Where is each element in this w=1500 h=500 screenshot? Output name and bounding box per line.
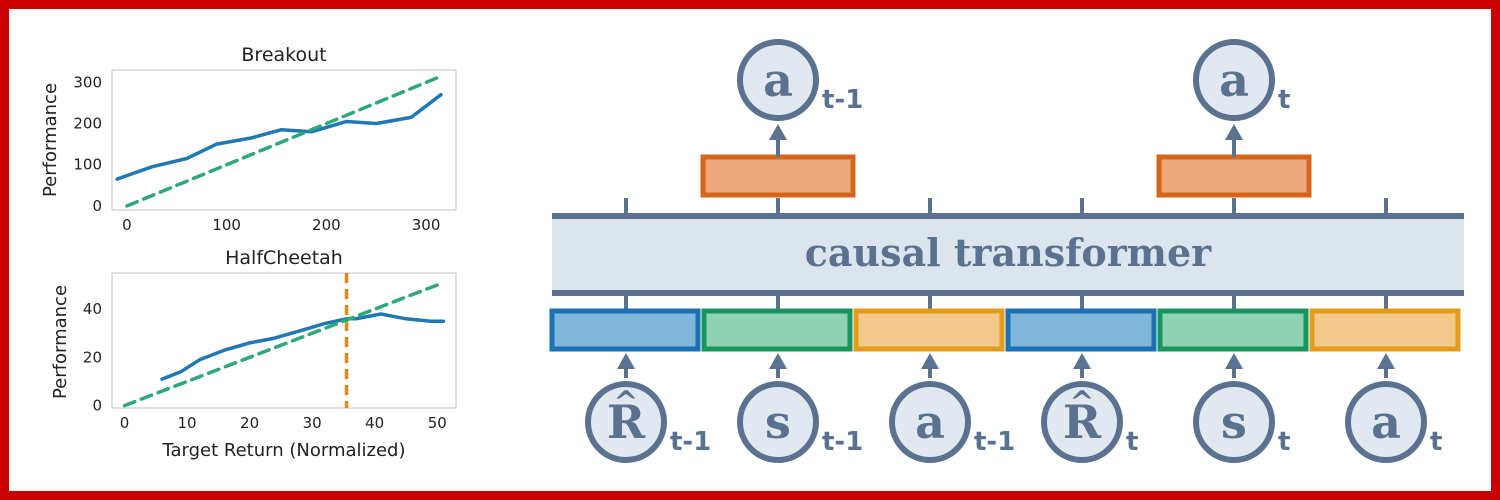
state-input-node [1193,381,1275,463]
breakout-plot-area [111,69,457,211]
action-input-glyph: a [915,395,945,449]
halfcheetah-performance-line [160,312,446,381]
action-input-node [1345,381,1427,463]
action-output-arrow-head [769,124,787,140]
halfcheetah-y-axis-label: Performance [50,285,71,399]
return-input-node [585,381,667,463]
halfcheetah-x-tick-label: 50 [428,414,447,432]
breakout-y-tick-label: 0 [92,197,102,215]
breakout-chart-title: Breakout [241,44,326,66]
halfcheetah-x-tick-label: 0 [120,414,130,432]
breakout-x-tick-label: 300 [412,216,441,234]
halfcheetah-y-tick-label: 40 [83,300,102,318]
action-output-node [737,39,819,121]
halfcheetah-dashed-line [122,280,446,408]
action-prediction-head [700,154,856,198]
action-embedding-box [1309,308,1461,352]
breakout-performance-line [115,92,443,181]
breakout-chart: Breakout Performance 0 100 200 300 0 100 200 3… [40,44,457,234]
return-input-arrow-head [617,353,635,369]
action-input-subscript: t [1430,427,1442,457]
halfcheetah-x-tick-label: 20 [240,414,259,432]
action-output-glyph: a [763,53,793,107]
return-input-subscript: t [1126,427,1138,457]
action-prediction-head [1156,154,1312,198]
halfcheetah-y-tick-label: 0 [92,397,102,415]
state-embedding-box [701,308,853,352]
action-input-glyph: a [1371,395,1401,449]
halfcheetah-y-tick-label: 20 [83,348,102,366]
breakout-y-tick-label: 200 [73,115,102,133]
return-input-glyph: R [607,395,646,449]
breakout-x-tick-label: 100 [212,216,241,234]
halfcheetah-x-tick-label: 40 [365,414,384,432]
action-output-subscript: t [1278,85,1290,115]
return-input-hat: ^ [1069,385,1094,420]
halfcheetah-series [122,273,446,408]
action-output-arrow-head [1225,124,1243,140]
halfcheetah-chart-title: HalfCheetah [225,247,343,269]
breakout-series [115,74,443,208]
state-input-arrow-head [1225,353,1243,369]
return-embedding-box [1005,308,1157,352]
state-embedding-box [1157,308,1309,352]
breakout-x-tick-label: 0 [122,216,132,234]
state-input-glyph: s [765,395,791,449]
action-input-node [889,381,971,463]
halfcheetah-plot-area [111,272,457,409]
halfcheetah-y-ticks: 0 20 40 [83,300,102,414]
state-input-subscript: t-1 [822,427,863,457]
breakout-y-ticks: 0 100 200 300 [73,73,102,215]
breakout-y-tick-label: 300 [73,73,102,91]
state-input-arrow-head [769,353,787,369]
return-input-hat: ^ [613,385,638,420]
state-input-node [737,381,819,463]
action-input-arrow-head [1377,353,1395,369]
halfcheetah-x-tick-label: 30 [303,414,322,432]
breakout-y-axis-label: Performance [40,83,61,197]
action-input-arrow-head [921,353,939,369]
action-output-glyph: a [1219,53,1249,107]
halfcheetah-chart: HalfCheetah Performance Target Return (N… [50,247,457,461]
halfcheetah-x-tick-label: 10 [178,414,197,432]
return-input-node [1041,381,1123,463]
action-output-node [1193,39,1275,121]
halfcheetah-x-axis-label: Target Return (Normalized) [162,440,406,461]
transformer-label: causal transformer [805,230,1212,275]
halfcheetah-x-ticks: 0 10 20 30 40 50 [120,414,447,432]
return-input-subscript: t-1 [670,427,711,457]
return-embedding-box [549,308,701,352]
action-input-subscript: t-1 [974,427,1015,457]
action-output-subscript: t-1 [822,85,863,115]
return-input-arrow-head [1073,353,1091,369]
action-embedding-box [853,308,1005,352]
state-input-glyph: s [1221,395,1247,449]
breakout-y-tick-label: 100 [73,156,102,174]
breakout-x-tick-label: 200 [312,216,341,234]
breakout-dashed-line [125,74,443,208]
breakout-x-ticks: 0 100 200 300 [122,216,440,234]
return-input-glyph: R [1063,395,1102,449]
transformer-band [552,218,1464,292]
state-input-subscript: t [1278,427,1290,457]
